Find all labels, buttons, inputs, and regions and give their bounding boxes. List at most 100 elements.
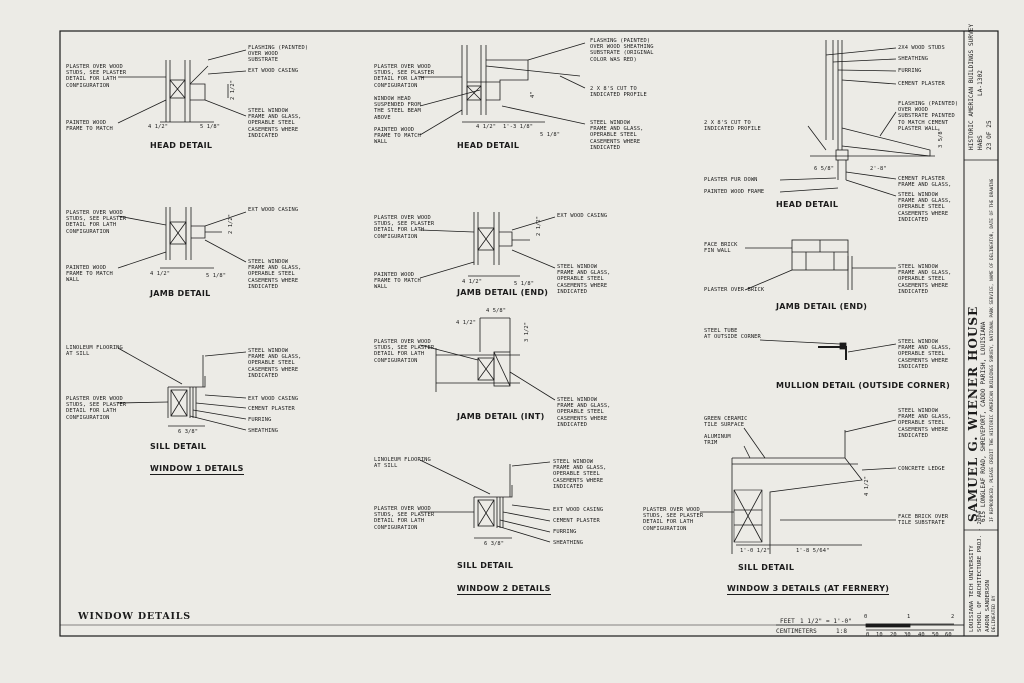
w2-jamb-end-dim-1: 4 1/2"	[462, 279, 483, 285]
w3-head-dim-3: 3 5/8"	[938, 127, 944, 148]
w3-sill-dim-3: 4 1/2"	[864, 475, 870, 496]
w3-head-dim-2: 2'-8"	[870, 166, 887, 172]
w1-sill-drawing	[117, 347, 247, 431]
w1-jamb-dim-2: 5 1/8"	[206, 273, 227, 279]
w1-sill-note-sheathing: SHEATHING	[248, 428, 279, 434]
w3-head-note-frame: PAINTED WOOD FRAME	[704, 189, 765, 195]
w1-jamb-note-plaster: PLASTER OVER WOOD STUDS, SEE PLASTER DET…	[66, 210, 127, 235]
w1-jamb-drawing	[117, 207, 247, 269]
w2-jamb-end-title: JAMB DETAIL (END)	[457, 288, 549, 297]
w1-head-note-flashing: FLASHING (PAINTED) OVER WOOD SUBSTRATE	[248, 45, 309, 64]
w1-head-note-frame: PAINTED WOOD FRAME TO MATCH	[66, 120, 113, 133]
tb-delineated-by: DELINEATED BY	[992, 595, 997, 632]
w1-head-dim-1: 4 1/2"	[148, 124, 169, 130]
w2-head-dim-2: 1'-3 1/8"	[503, 124, 534, 130]
w2-head-note-frame: PAINTED WOOD FRAME TO MATCH WALL	[374, 127, 421, 146]
w2-sill-drawing	[419, 459, 551, 543]
w2-jamb-int-note-plaster: PLASTER OVER WOOD STUDS, SEE PLASTER DET…	[374, 339, 435, 364]
w2-jamb-end-drawing	[419, 212, 556, 279]
w3-mullion-note-tube: STEEL TUBE AT OUTSIDE CORNER	[704, 328, 761, 341]
w3-jamb-note-window: STEEL WINDOW FRAME AND GLASS, OPERABLE S…	[898, 264, 952, 295]
w2-jamb-int-drawing	[419, 317, 556, 401]
w1-sill-note-plaster: PLASTER OVER WOOD STUDS, SEE PLASTER DET…	[66, 396, 127, 421]
w3-sill-title: SILL DETAIL	[738, 563, 795, 572]
w2-head-note-flashing: FLASHING (PAINTED) OVER WOOD SHEATHING S…	[590, 38, 654, 63]
w2-jamb-end-note-casing: EXT WOOD CASING	[557, 213, 608, 219]
w2-jamb-int-dim-1: 4 5/8"	[486, 308, 507, 314]
w2-sill-note-plaster: PLASTER OVER WOOD STUDS, SEE PLASTER DET…	[374, 506, 435, 531]
tb-address: 615 LONGLEAF ROAD, SHREVEPORT, CADDO PAR…	[980, 321, 987, 522]
scale-cm-value: 1:8	[836, 628, 848, 635]
w1-jamb-dim-1: 4 1/2"	[150, 271, 171, 277]
w1-sill-note-casing: EXT WOOD CASING	[248, 396, 299, 402]
w3-sill-note-window: STEEL WINDOW FRAME AND GLASS, OPERABLE S…	[898, 408, 952, 439]
scale-cm-tick-1: 10	[876, 632, 883, 638]
w3-sill-drawing	[700, 419, 897, 554]
w3-head-note-cement: CEMENT PLASTER	[898, 81, 945, 87]
w2-jamb-int-title: JAMB DETAIL (INT)	[457, 412, 545, 421]
w2-head-note-2x8: 2 X 8'S CUT TO INDICATED PROFILE	[590, 86, 647, 99]
w1-jamb-note-frame: PAINTED WOOD FRAME TO MATCH WALL	[66, 265, 113, 284]
w3-sill-note-plaster: PLASTER OVER WOOD STUDS, SEE PLASTER DET…	[643, 507, 704, 532]
scale-cm-tick-3: 30	[904, 632, 911, 638]
w3-sill-dim-1: 1'-0 1/2"	[740, 548, 771, 554]
w2-sill-note-casing: EXT WOOD CASING	[553, 507, 604, 513]
w1-jamb-note-casing: EXT WOOD CASING	[248, 207, 299, 213]
w3-jamb-end-drawing	[744, 239, 896, 291]
w3-jamb-note-brick: FACE BRICK FIN WALL	[704, 242, 738, 255]
w1-sill-note-furring: FURRING	[248, 417, 272, 423]
w2-head-title: HEAD DETAIL	[457, 141, 520, 150]
w1-head-drawing	[117, 49, 247, 124]
w2-jamb-int-dim-3: 3 1/2"	[524, 321, 530, 342]
w2-sill-title: SILL DETAIL	[457, 561, 514, 570]
graphic-scale	[865, 623, 954, 631]
w2-sill-note-sheathing: SHEATHING	[553, 540, 584, 546]
w2-group-title: WINDOW 2 DETAILS	[457, 584, 551, 595]
tb-main-title: SAMUEL G. WIENER HOUSE	[966, 305, 980, 522]
scale-cm-tick-4: 40	[918, 632, 925, 638]
tb-survey-number: LA-1302	[977, 70, 984, 96]
w1-jamb-dim-3: 2 1/2"	[228, 213, 234, 234]
w3-sill-note-tile: GREEN CERAMIC TILE SURFACE	[704, 416, 748, 429]
w2-head-dim-4: 4"	[530, 91, 536, 98]
w1-sill-note-window: STEEL WINDOW FRAME AND GLASS, OPERABLE S…	[248, 348, 302, 379]
w1-head-note-plaster: PLASTER OVER WOOD STUDS, SEE PLASTER DET…	[66, 64, 127, 89]
scale-cm-tick-2: 20	[890, 632, 897, 638]
scale-cm-label: CENTIMETERS	[776, 628, 817, 635]
w2-jamb-int-note-window: STEEL WINDOW FRAME AND GLASS, OPERABLE S…	[557, 397, 611, 428]
sheet-title: WINDOW DETAILS	[78, 611, 191, 622]
w1-sill-note-cement: CEMENT PLASTER	[248, 406, 295, 412]
w1-head-note-window: STEEL WINDOW FRAME AND GLASS, OPERABLE S…	[248, 108, 302, 139]
w2-head-note-windowhead: WINDOW HEAD SUSPENDED FROM THE STEEL BEA…	[374, 96, 421, 121]
w3-head-note-flashing: FLASHING (PAINTED) OVER WOOD SUBSTRATE P…	[898, 101, 959, 132]
w2-jamb-end-note-window: STEEL WINDOW FRAME AND GLASS, OPERABLE S…	[557, 264, 611, 295]
w1-sill-title: SILL DETAIL	[150, 442, 207, 451]
scale-feet-label: FEET	[780, 618, 795, 625]
w3-head-note-furring: FURRING	[898, 68, 922, 74]
w2-head-dim-3: 5 1/8"	[540, 132, 561, 138]
w3-sill-note-trim: ALUMINUM TRIM	[704, 434, 731, 447]
w2-jamb-end-dim-3: 2 1/2"	[536, 215, 542, 236]
w3-head-drawing	[779, 40, 935, 197]
w1-sill-note-linoleum: LINOLEUM FLOORING AT SILL	[66, 345, 123, 358]
scale-cm-tick-5: 50	[932, 632, 939, 638]
w2-sill-note-furring: FURRING	[553, 529, 577, 535]
scale-ft-tick-1: 1	[907, 614, 911, 620]
w2-jamb-int-dim-2: 4 1/2"	[456, 320, 477, 326]
w3-sill-note-facebrick: FACE BRICK OVER TILE SUBSTRATE	[898, 514, 949, 527]
w3-head-note-furdown: PLASTER FUR DOWN	[704, 177, 758, 183]
w3-head-note-studs: 2X4 WOOD STUDS	[898, 45, 945, 51]
w3-group-title: WINDOW 3 DETAILS (AT FERNERY)	[727, 584, 890, 595]
w3-head-title: HEAD DETAIL	[776, 200, 839, 209]
scale-ft-tick-0: 0	[864, 614, 868, 620]
w1-jamb-title: JAMB DETAIL	[150, 289, 211, 298]
w2-sill-note-window: STEEL WINDOW FRAME AND GLASS, OPERABLE S…	[553, 459, 607, 490]
w3-sill-dim-2: 1'-8 5/64"	[796, 548, 830, 554]
w3-head-note-window: STEEL WINDOW FRAME AND GLASS, OPERABLE S…	[898, 192, 952, 223]
w2-sill-dim: 6 3/8"	[484, 541, 505, 547]
w3-head-note-2x8: 2 X 8'S CUT TO INDICATED PROFILE	[704, 120, 761, 133]
scale-cm-tick-0: 0	[866, 632, 870, 638]
w2-sill-note-linoleum: LINOLEUM FLOORING AT SILL	[374, 457, 431, 470]
